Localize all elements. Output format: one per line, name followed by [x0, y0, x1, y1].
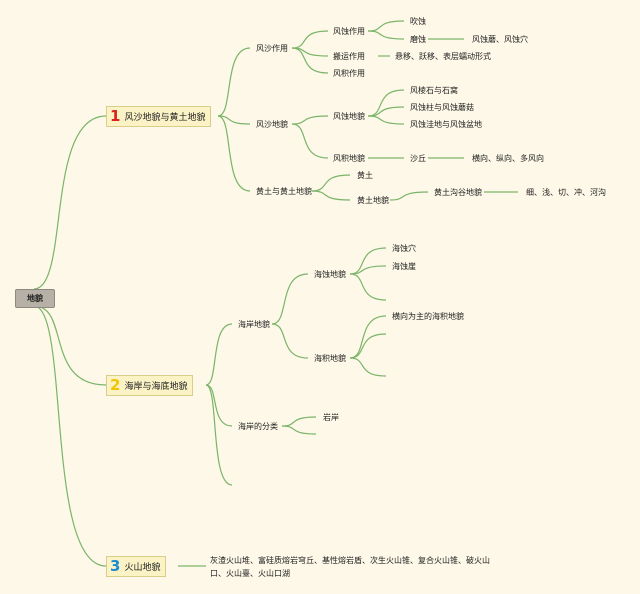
connector-line [367, 30, 405, 40]
connector-line [291, 115, 329, 125]
connector-root-topic2 [33, 305, 107, 386]
topic-label: 海岸与海底地貌 [124, 382, 188, 392]
connector-line [311, 190, 351, 201]
node-loess-gully[interactable]: 黄土沟谷地貌 [434, 188, 482, 197]
node-marine-deposition[interactable]: 海积地貌 [314, 354, 346, 363]
connector-line [311, 174, 351, 192]
node-deflation-basin[interactable]: 风蚀洼地与风蚀盆地 [410, 120, 482, 129]
node-gully-detail: 细、浅、切、冲、河沟 [526, 188, 606, 197]
connector-root-topic3 [33, 305, 107, 567]
node-deposition-landform[interactable]: 风积地貌 [333, 154, 365, 163]
connector-line [367, 115, 405, 125]
connector-line [349, 315, 387, 359]
node-loess-landform[interactable]: 黄土与黄土地貌 [256, 187, 312, 196]
connector-line [291, 123, 329, 159]
node-erosion-landform[interactable]: 风蚀地貌 [333, 112, 365, 121]
connector-line [349, 247, 387, 275]
node-ventifact[interactable]: 风棱石与石窝 [410, 86, 458, 95]
node-abrasion[interactable]: 磨蚀 [410, 35, 426, 44]
connector-line [389, 191, 429, 201]
connector-line [367, 89, 405, 117]
node-loess[interactable]: 黄土 [357, 171, 373, 180]
topic-label: 风沙地貌与黄土地貌 [124, 113, 206, 123]
node-aeolian-process[interactable]: 风沙作用 [256, 44, 288, 53]
node-sea-cave[interactable]: 海蚀穴 [392, 244, 416, 253]
node-loess-geomorph[interactable]: 黄土地貌 [357, 196, 389, 205]
node-sea-cliff[interactable]: 海蚀崖 [392, 262, 416, 271]
connector-line [349, 333, 387, 359]
connector-line [271, 273, 309, 325]
connector-line [217, 115, 251, 125]
connector-line [349, 265, 387, 275]
node-rocky-coast[interactable]: 岩岸 [323, 413, 339, 422]
node-abrasion-detail: 风蚀蘑、风蚀穴 [472, 35, 528, 44]
connector-line [205, 384, 233, 427]
node-transport-detail: 悬移、跃移、表层蠕动形式 [395, 52, 491, 61]
connector-line [217, 115, 251, 192]
node-mushroom-rock[interactable]: 风蚀柱与风蚀蘑菇 [410, 103, 474, 112]
connector-line [291, 47, 329, 74]
node-transverse-deposit[interactable]: 横向为主的海积地貌 [392, 312, 464, 321]
node-deflation[interactable]: 吹蚀 [410, 17, 426, 26]
connector-line [281, 425, 317, 435]
node-coastal-landform[interactable]: 海岸地貌 [238, 320, 270, 329]
node-wind-erosion[interactable]: 风蚀作用 [333, 27, 365, 36]
node-aeolian-landform[interactable]: 风沙地貌 [256, 120, 288, 129]
node-volcanic-detail: 灰渣火山堆、富硅质熔岩穹丘、基性熔岩盾、次生火山锥、复合火山锥、破火山口、火山臺… [210, 556, 490, 578]
connector-line [291, 30, 329, 49]
topic-number: 3 [110, 557, 121, 575]
root-node[interactable]: 地貌 [15, 289, 55, 308]
connector-line [205, 384, 233, 486]
connector-line [349, 357, 387, 377]
topic-label: 火山地貌 [124, 563, 161, 573]
connector-root-topic1 [33, 115, 107, 290]
connector-line [271, 323, 309, 359]
node-dune-detail: 横向、纵向、多风向 [472, 154, 544, 163]
node-dune[interactable]: 沙丘 [410, 154, 426, 163]
connector-line [205, 323, 233, 386]
node-wind-deposition[interactable]: 风积作用 [333, 69, 365, 78]
connector-line [281, 416, 317, 427]
topic-number: 1 [110, 107, 121, 125]
connector-line [217, 47, 251, 117]
connector-line [349, 273, 387, 301]
node-transport[interactable]: 搬运作用 [333, 52, 365, 61]
node-marine-erosion[interactable]: 海蚀地貌 [314, 270, 346, 279]
connector-line [367, 20, 405, 32]
topic-number: 2 [110, 376, 121, 394]
node-coast-classification[interactable]: 海岸的分类 [238, 422, 278, 431]
